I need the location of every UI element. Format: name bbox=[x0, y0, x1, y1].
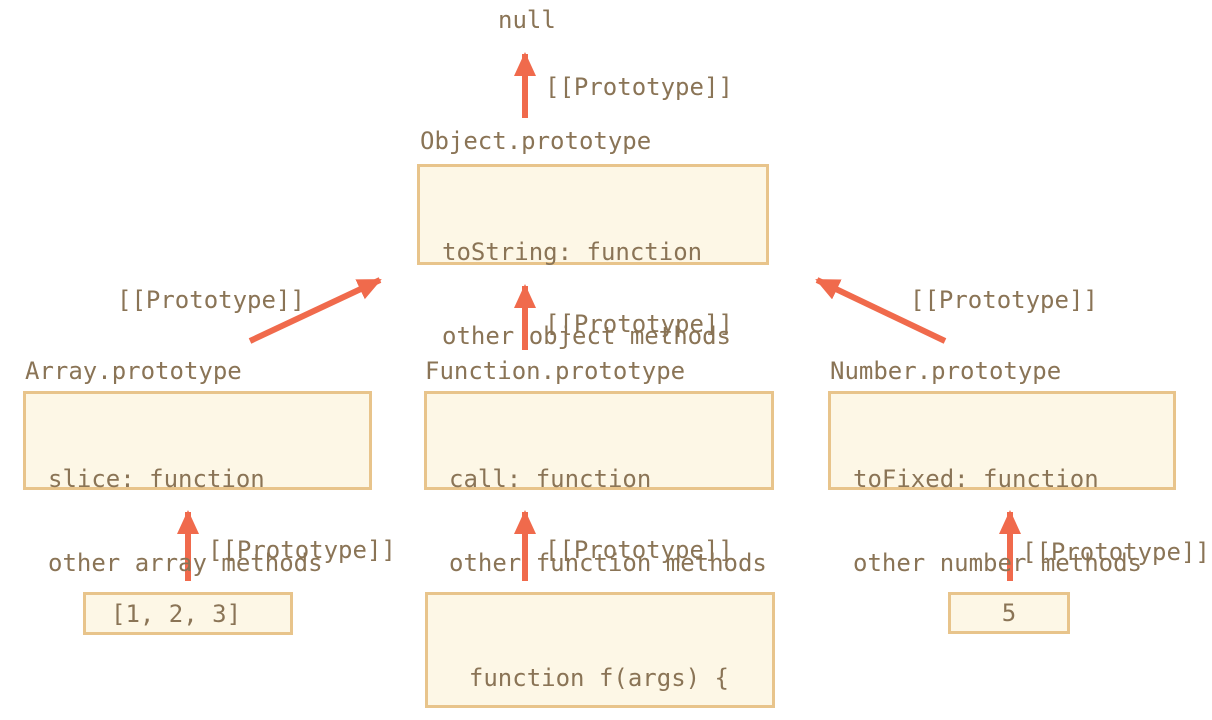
object-prototype-line: toString: function bbox=[442, 238, 703, 266]
number-prototype-box: toFixed: function other number methods bbox=[828, 391, 1176, 577]
null-label: null bbox=[498, 6, 556, 34]
array-prototype-box: slice: function other array methods bbox=[23, 391, 372, 577]
number-prototype-line: other number methods bbox=[853, 549, 1142, 577]
array-prototype-line: other array methods bbox=[48, 549, 323, 577]
function-value-box: function f(args) { ... } bbox=[425, 592, 775, 708]
object-prototype-line: other object methods bbox=[442, 322, 731, 350]
number-value-box: 5 bbox=[948, 592, 1070, 634]
array-prototype-line: slice: function bbox=[48, 465, 265, 493]
function-prototype-title: Function.prototype bbox=[425, 357, 686, 385]
function-value-line: function f(args) { bbox=[440, 664, 729, 692]
prototype-edge-label-middle: [[Prototype]] bbox=[545, 310, 733, 338]
number-value-text: 5 bbox=[1001, 599, 1017, 627]
object-prototype-box: toString: function other object methods bbox=[417, 164, 769, 350]
number-prototype-title: Number.prototype bbox=[830, 357, 1062, 385]
function-prototype-box: call: function other function methods bbox=[424, 391, 774, 577]
function-prototype-line: other function methods bbox=[449, 549, 767, 577]
array-prototype-title: Array.prototype bbox=[25, 357, 242, 385]
array-value-text: [1, 2, 3] bbox=[111, 599, 242, 628]
prototype-edge-label-bottom-middle: [[Prototype]] bbox=[545, 536, 733, 564]
prototype-edge-label-bottom-right: [[Prototype]] bbox=[1022, 538, 1210, 566]
array-value-box: [1, 2, 3] bbox=[83, 592, 293, 635]
prototype-edge-label-left: [[Prototype]] bbox=[117, 286, 305, 314]
function-prototype-line: call: function bbox=[449, 465, 652, 493]
number-prototype-line: toFixed: function bbox=[853, 465, 1099, 493]
prototype-edge-label-top: [[Prototype]] bbox=[545, 73, 733, 101]
object-prototype-title: Object.prototype bbox=[420, 127, 652, 155]
prototype-edge-label-bottom-left: [[Prototype]] bbox=[208, 536, 396, 564]
prototype-edge-label-right: [[Prototype]] bbox=[910, 286, 1098, 314]
